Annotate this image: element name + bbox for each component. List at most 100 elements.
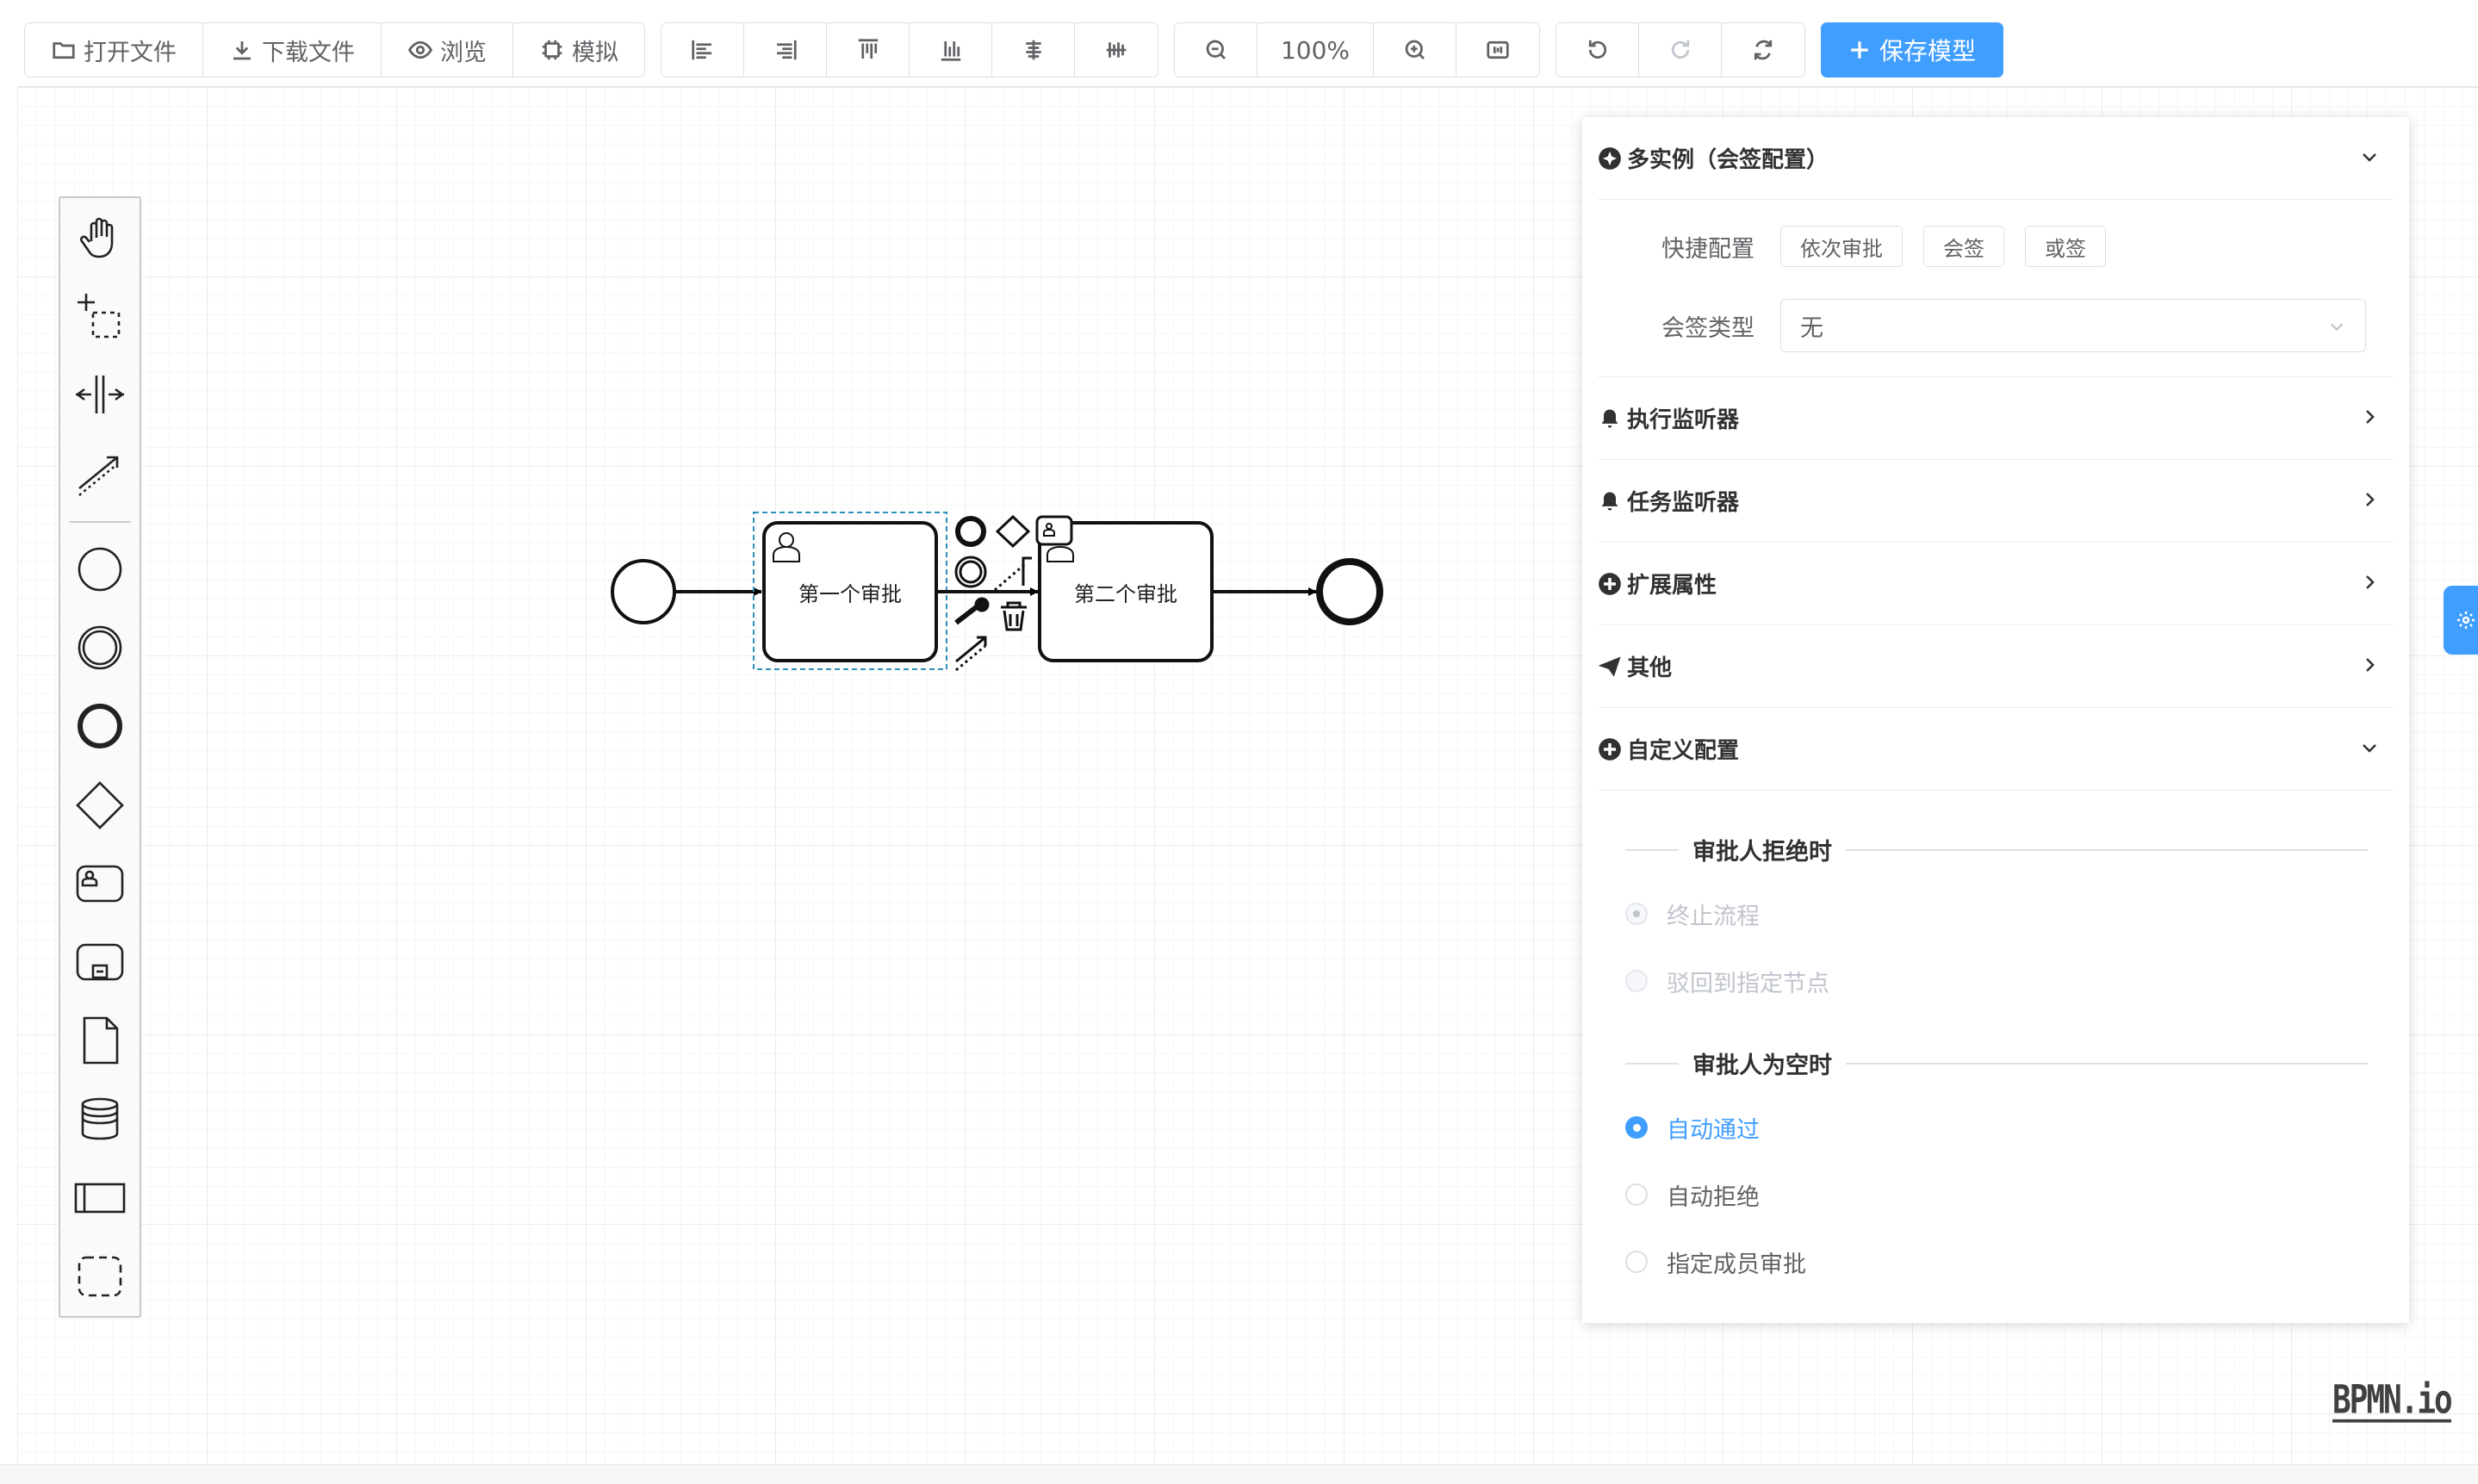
connect-tool[interactable]	[59, 434, 141, 512]
bottom-strip	[0, 1464, 2478, 1484]
section-extension-properties[interactable]: 扩展属性	[1598, 543, 2394, 625]
panel-toggle-tab[interactable]	[2444, 586, 2478, 655]
bell-icon	[1598, 407, 1622, 431]
align-middle-button[interactable]	[1075, 23, 1158, 77]
gateway-tool[interactable]	[59, 766, 141, 844]
trash-icon[interactable]	[1001, 601, 1027, 631]
align-center-icon	[1025, 40, 1041, 60]
end-event-tool[interactable]	[59, 687, 141, 766]
start-event[interactable]	[611, 559, 676, 624]
radio-assign-member[interactable]: 指定成员审批	[1582, 1228, 2409, 1295]
group-icon	[78, 1256, 122, 1297]
plus-circle-icon	[1598, 572, 1622, 596]
eye-icon	[407, 40, 433, 59]
file-button-group: 打开文件 下载文件 浏览 模拟	[24, 22, 645, 78]
hand-tool[interactable]	[59, 198, 141, 276]
empty-approver-divider: 审批人为空时	[1625, 1032, 2368, 1094]
radio-auto-reject[interactable]: 自动拒绝	[1582, 1161, 2409, 1228]
or-sign-button[interactable]: 或签	[2025, 226, 2106, 267]
context-append-end-event[interactable]	[955, 516, 986, 547]
context-append-annotation[interactable]	[1022, 556, 1032, 586]
radio-reject-to-node[interactable]: 驳回到指定节点	[1582, 947, 2409, 1015]
pool-icon	[74, 1183, 126, 1214]
align-left-button[interactable]	[661, 23, 744, 77]
bpmn-io-logo[interactable]: BPMN.io	[2332, 1378, 2453, 1423]
save-model-button[interactable]: 保存模型	[1821, 22, 2004, 78]
chevron-down-icon	[2330, 323, 2344, 332]
open-file-button[interactable]: 打开文件	[25, 23, 203, 77]
radio-auto-approve[interactable]: 自动通过	[1582, 1094, 2409, 1161]
section-execution-listener[interactable]: 执行监听器	[1598, 377, 2394, 460]
data-store-tool[interactable]	[59, 1080, 141, 1158]
data-object-icon	[83, 1017, 119, 1065]
chevron-right-icon	[2359, 489, 2380, 510]
fit-view-button[interactable]	[1456, 23, 1539, 77]
user-task-icon	[773, 532, 800, 562]
task2-label: 第二个审批	[1074, 582, 1177, 606]
context-append-task[interactable]	[1035, 515, 1073, 546]
pool-tool[interactable]	[59, 1158, 141, 1237]
bell-icon	[1598, 489, 1622, 513]
reject-divider: 审批人拒绝时	[1625, 818, 2368, 880]
quick-config-label: 快捷配置	[1661, 235, 1754, 263]
group-tool[interactable]	[59, 1238, 141, 1316]
data-object-tool[interactable]	[59, 1002, 141, 1080]
user-task-tool[interactable]	[59, 844, 141, 922]
undo-icon	[1588, 40, 1606, 59]
context-append-intermediate-event[interactable]	[954, 556, 987, 588]
paper-plane-icon	[1598, 655, 1622, 679]
subprocess-tool[interactable]	[59, 923, 141, 1002]
simulate-button[interactable]: 模拟	[513, 23, 644, 77]
align-top-button[interactable]	[827, 23, 910, 77]
multi-instance-icon	[1598, 146, 1622, 171]
radio-dot	[1625, 1251, 1648, 1273]
zoom-level[interactable]: 100%	[1258, 23, 1374, 77]
zoom-button-group: 100%	[1174, 22, 1540, 78]
countersign-type-label: 会签类型	[1661, 314, 1754, 342]
chevron-right-icon	[2359, 655, 2380, 675]
zoom-out-icon	[1206, 40, 1226, 59]
redo-button[interactable]	[1639, 23, 1722, 77]
zoom-out-button[interactable]	[1175, 23, 1258, 77]
gateway-icon	[76, 780, 124, 829]
download-icon	[233, 41, 251, 60]
section-other[interactable]: 其他	[1598, 625, 2394, 708]
align-bottom-button[interactable]	[910, 23, 992, 77]
task1-label: 第一个审批	[798, 582, 902, 606]
section-multi-instance[interactable]: 多实例（会签配置）	[1598, 117, 2394, 200]
context-append-gateway[interactable]	[995, 514, 1031, 549]
cpu-icon	[542, 40, 562, 60]
start-event-tool[interactable]	[59, 530, 141, 608]
space-tool[interactable]	[59, 356, 141, 434]
section-task-listener[interactable]: 任务监听器	[1598, 460, 2394, 543]
radio-dot	[1625, 970, 1648, 992]
align-middle-icon	[1106, 42, 1127, 58]
tool-palette	[59, 196, 141, 1318]
connect-icon[interactable]	[955, 636, 987, 672]
refresh-icon	[1754, 40, 1773, 60]
wrench-icon[interactable]	[954, 597, 990, 625]
palette-separator	[69, 521, 131, 524]
align-right-button[interactable]	[744, 23, 827, 77]
fit-view-icon	[1487, 40, 1509, 59]
radio-terminate-process[interactable]: 终止流程	[1582, 880, 2409, 947]
zoom-in-button[interactable]	[1374, 23, 1456, 77]
plus-circle-icon	[1598, 737, 1622, 761]
undo-button[interactable]	[1556, 23, 1639, 77]
end-event[interactable]	[1316, 558, 1383, 625]
intermediate-event-tool[interactable]	[59, 608, 141, 686]
preview-button[interactable]: 浏览	[382, 23, 513, 77]
countersign-button[interactable]: 会签	[1923, 226, 2004, 267]
lasso-icon	[78, 293, 121, 338]
countersign-type-select[interactable]: 无	[1780, 299, 2366, 352]
lasso-tool[interactable]	[59, 276, 141, 355]
section-custom-config[interactable]: 自定义配置	[1598, 708, 2394, 791]
end-event-icon	[78, 704, 122, 749]
align-center-button[interactable]	[992, 23, 1075, 77]
sequential-approval-button[interactable]: 依次审批	[1780, 226, 1903, 267]
refresh-button[interactable]	[1722, 23, 1804, 77]
hand-icon	[80, 217, 114, 258]
intermediate-event-icon	[78, 625, 122, 670]
download-file-button[interactable]: 下载文件	[203, 23, 382, 77]
